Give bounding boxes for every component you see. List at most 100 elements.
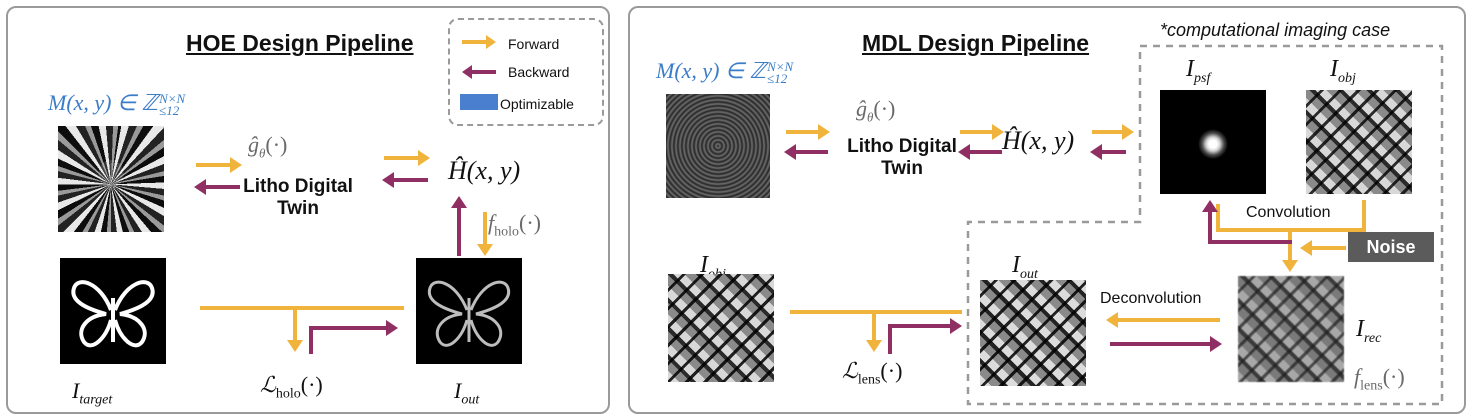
mdl-fwd-twin-h-head (992, 124, 1004, 140)
hoe-loss-sub: holo (275, 386, 301, 402)
hoe-target-sub: target (79, 392, 113, 408)
legend-box: Forward Backward Optimizable (448, 18, 604, 126)
mdl-convolution-label: Convolution (1246, 204, 1331, 221)
mdl-rec-text: I (1356, 316, 1364, 342)
mdl-computational-box (966, 44, 1444, 406)
hoe-target-image (60, 258, 166, 364)
hoe-twin-line2: Twin (277, 198, 319, 219)
hoe-fwd-twin-h-head (418, 150, 430, 166)
mdl-fwd-mask-twin-head (818, 124, 830, 140)
mdl-mask-label-text: M(x, y) ∈ ℤ (656, 58, 767, 83)
hoe-phase-mask-image (58, 126, 164, 232)
mdl-obj-image-bottom (668, 274, 774, 382)
hoe-bwd-from-loss (309, 326, 386, 354)
mdl-mask-sup: N×N (767, 58, 794, 74)
hoe-bwd-h-twin-head (382, 172, 394, 188)
mdl-obj2-text: I (700, 252, 708, 278)
mdl-dashed-region (966, 44, 1444, 406)
hoe-loss-arg: (·) (300, 372, 323, 397)
legend-forward-arrow-head (486, 35, 496, 49)
mdl-case-label: *computational imaging case (1160, 20, 1391, 40)
hoe-mask-label-text: M(x, y) ∈ ℤ (48, 90, 159, 115)
mdl-h-label: Ĥ(x, y) (1002, 126, 1075, 155)
legend-optimizable-swatch (460, 94, 498, 110)
mdl-rec-label: Irec (1356, 316, 1381, 347)
mdl-arrows (784, 124, 1366, 354)
mdl-panel: MDL Design Pipeline *computational imagi… (628, 6, 1466, 414)
mdl-f-text: f (1354, 364, 1361, 389)
butterfly-white-icon (71, 280, 155, 348)
mdl-out-text: I (1012, 252, 1020, 278)
hoe-g-arg: (·) (265, 132, 288, 157)
mdl-loss-sub: lens (857, 372, 881, 388)
hoe-fwd-h-out-head (477, 244, 493, 256)
hoe-loss-text: ℒ (260, 372, 276, 397)
mdl-g-text: ĝ (856, 96, 867, 121)
mdl-litho-twin-label: Litho Digital Twin (812, 136, 992, 180)
mdl-f-label: flens(·) (1354, 364, 1405, 394)
mdl-noise-box: Noise (1348, 232, 1434, 262)
hoe-litho-twin-label: Litho Digital Twin (208, 176, 388, 220)
mdl-rec-image (1238, 276, 1344, 382)
mdl-conv-to-rec-head (1282, 260, 1298, 272)
hoe-target-label: Itarget (72, 378, 112, 408)
mdl-bwd-from-loss (888, 324, 950, 354)
hoe-out-sub: out (461, 392, 480, 408)
butterfly-wing-left (71, 280, 113, 348)
mdl-obj-text: I (1330, 56, 1338, 82)
mdl-conv-yellow (1216, 200, 1366, 232)
butterfly-wing-right (113, 280, 155, 348)
hoe-mask-scripts: N×N≤12 (159, 90, 186, 117)
mdl-f-arg: (·) (1382, 364, 1405, 389)
mdl-fwd-h-psf-head (1122, 124, 1134, 140)
hoe-bwd-twin-mask-head (194, 179, 206, 195)
mdl-title: MDL Design Pipeline (862, 30, 1090, 56)
hoe-g-label: ĝθ(·) (248, 132, 287, 161)
hoe-g-text: ĝ (248, 132, 259, 157)
mdl-out-image (980, 280, 1086, 386)
mdl-conv-purple (1208, 212, 1292, 244)
hoe-title: HOE Design Pipeline (186, 30, 414, 56)
mdl-out-sub: out (1020, 266, 1038, 282)
mdl-twin-line1: Litho Digital (847, 136, 957, 157)
mdl-loss-arg: (·) (880, 358, 903, 383)
hoe-out-text: I (454, 378, 462, 403)
mdl-fwd-deconv-head (1106, 312, 1118, 328)
mdl-g-arg: (·) (873, 96, 896, 121)
mdl-obj-sub: obj (1338, 70, 1356, 86)
mdl-psf-text: I (1186, 56, 1194, 82)
legend-optimizable-label: Optimizable (500, 96, 574, 112)
legend-forward-label: Forward (508, 36, 560, 52)
hoe-output-image (416, 258, 522, 364)
hoe-h-label: Ĥ(x, y) (448, 156, 521, 185)
mdl-bwd-h-twin-head (958, 144, 970, 160)
mdl-obj-label: Iobj (1330, 56, 1356, 87)
mdl-bwd-from-loss-head (950, 318, 962, 334)
hoe-bwd-from-loss-head (386, 320, 398, 336)
mdl-conv-purple-head (1202, 200, 1218, 212)
mdl-mask-sub: ≤12 (767, 70, 788, 86)
mdl-loss-text: ℒ (842, 358, 858, 383)
butterfly-gray-icon (427, 280, 511, 347)
mdl-lens-mask-image (666, 94, 770, 198)
hoe-f-text: f (488, 210, 495, 235)
legend-backward-label: Backward (508, 64, 570, 80)
hoe-mask-sup: N×N (159, 90, 186, 106)
hoe-fwd-mask-twin-head (230, 157, 242, 173)
hoe-arrows (194, 150, 493, 354)
legend-backward-arrow-head (462, 65, 472, 79)
mdl-f-sub: lens (1360, 378, 1383, 394)
mdl-bwd-psf-h-head (1090, 144, 1102, 160)
mdl-fwd-to-loss-head (866, 340, 882, 352)
hoe-bwd-out-h-head (451, 196, 467, 208)
butterfly-gray-wing-right (469, 280, 511, 347)
hoe-target-text: I (72, 378, 80, 403)
mdl-g-label: ĝθ(·) (856, 96, 895, 125)
mdl-psf-sub: psf (1194, 70, 1211, 86)
mdl-obj-image-top (1306, 90, 1412, 194)
butterfly-gray-wing-left (427, 280, 469, 347)
hoe-f-sub: holo (494, 224, 520, 240)
hoe-panel: HOE Design Pipeline Forward Backward Opt… (6, 6, 610, 414)
hoe-g-sub: θ (259, 145, 266, 161)
